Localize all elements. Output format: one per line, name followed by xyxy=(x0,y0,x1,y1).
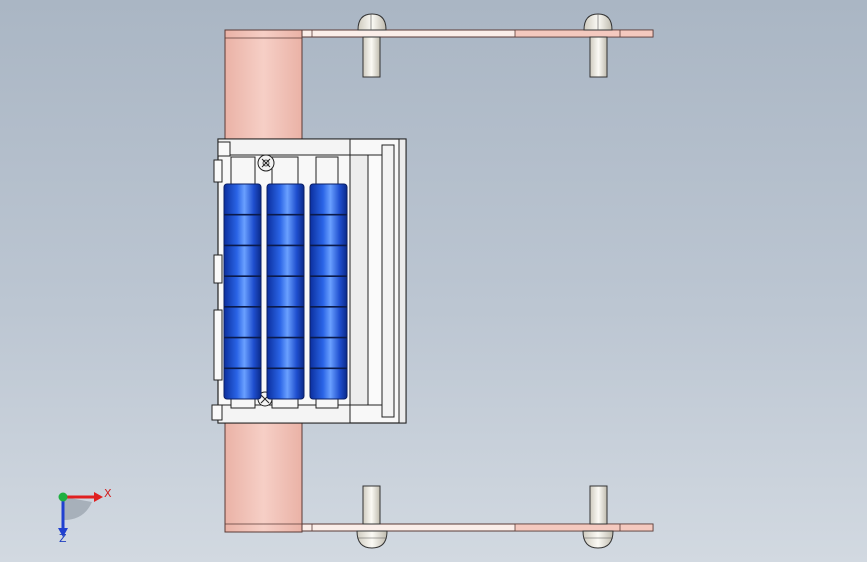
roller-2[interactable] xyxy=(266,183,305,400)
bolt-top-right[interactable] xyxy=(583,13,613,78)
bottom-bar[interactable] xyxy=(301,523,654,532)
bolt-bottom-right[interactable] xyxy=(582,485,614,549)
coordinate-triad-icon: X Z xyxy=(58,487,112,545)
z-axis-label: Z xyxy=(59,532,67,545)
bolt-top-left[interactable] xyxy=(357,13,387,78)
roller-axle-caps xyxy=(230,156,339,409)
roller-3[interactable] xyxy=(309,183,348,400)
set-screw-top[interactable] xyxy=(257,154,275,172)
bolt-bottom-left[interactable] xyxy=(356,485,388,549)
x-axis-label: X xyxy=(104,487,112,500)
top-bar[interactable] xyxy=(301,29,654,38)
roller-group[interactable] xyxy=(223,183,348,400)
roller-1[interactable] xyxy=(223,183,262,400)
